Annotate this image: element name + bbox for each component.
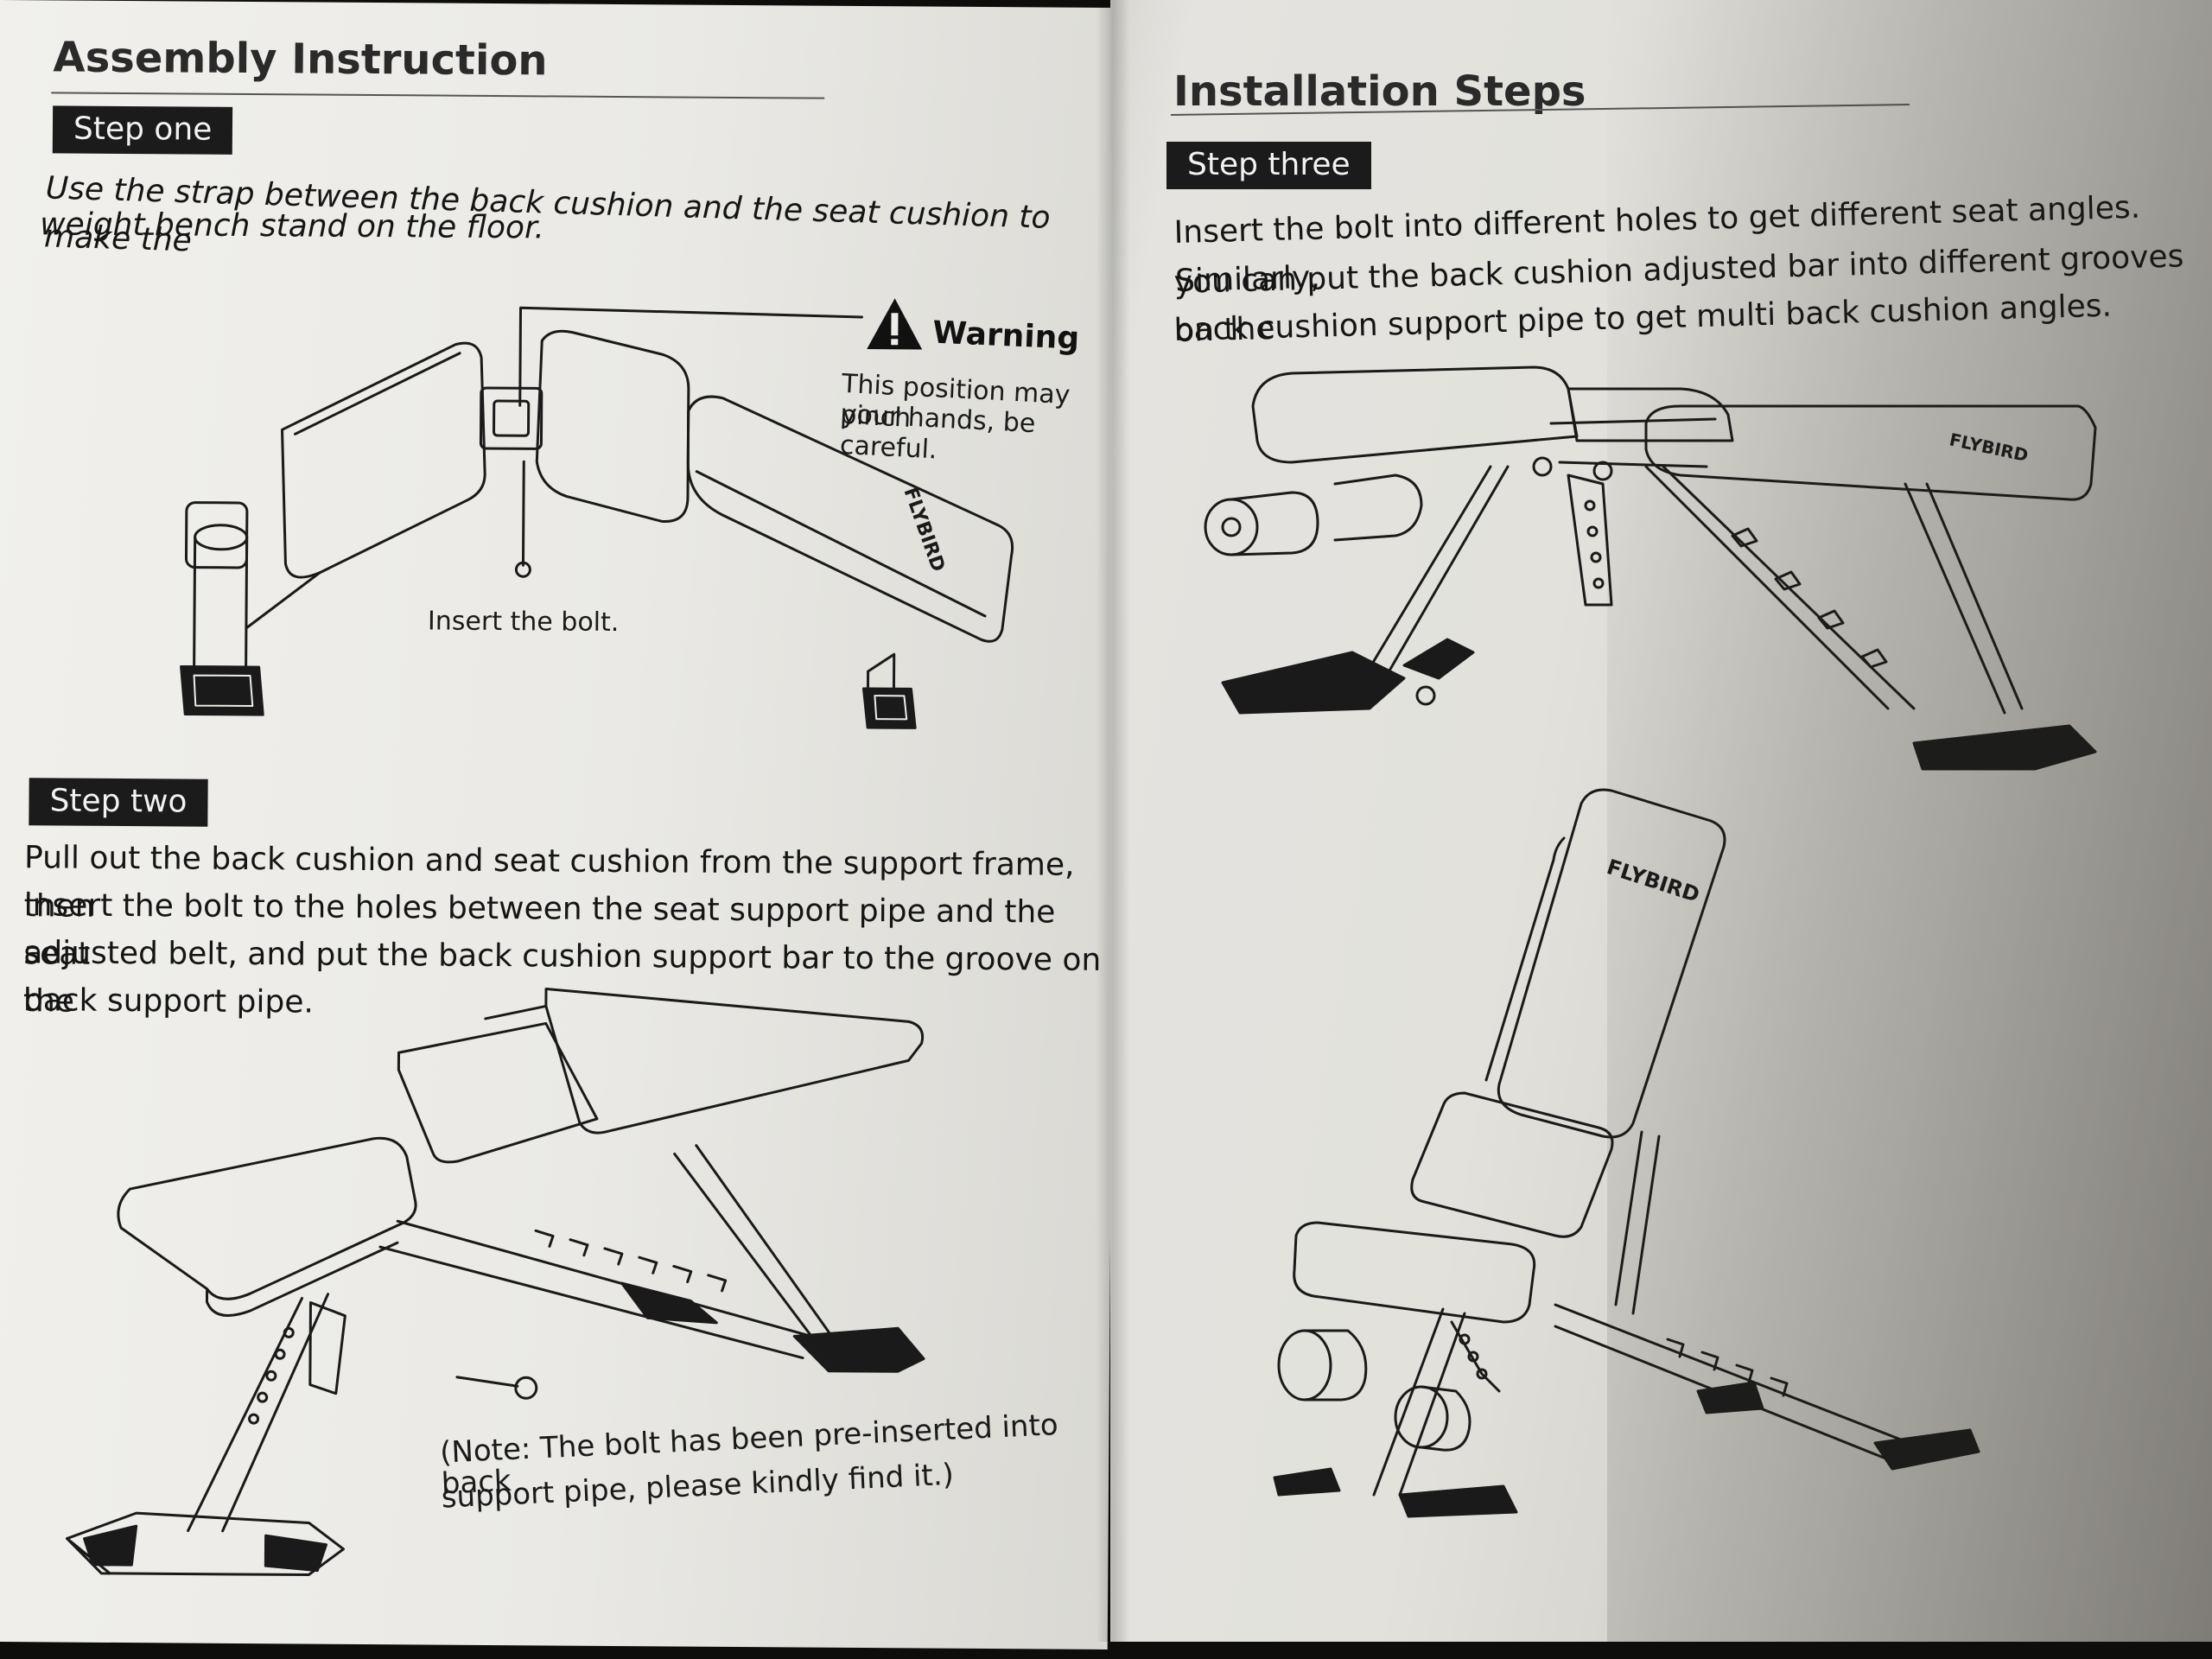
brand-logo-incline: FLYBIRD	[1604, 855, 1702, 907]
incline-bench-illustration: FLYBIRD	[1270, 786, 1961, 1521]
page-heading-installation: Installation Steps	[1173, 67, 1586, 116]
step-one-label: Step one	[52, 105, 233, 156]
flat-bench-illustration	[49, 968, 1004, 1597]
folded-bench-illustration: FLYBIRD	[133, 286, 1087, 742]
step-one-text-line-2: weight bench stand on the floor.	[40, 207, 545, 246]
right-page: Installation Steps Step three Insert the…	[1110, 0, 2212, 1642]
step-three-label: Step three	[1166, 142, 1371, 190]
booklet-gutter	[1096, 0, 1130, 1642]
step-two-label: Step two	[29, 778, 208, 828]
warning-triangle-icon	[867, 298, 923, 350]
brand-logo-decline: FLYBIRD	[1948, 429, 2030, 466]
heading-rule	[51, 92, 825, 99]
left-page: Assembly Instruction Step one Use the st…	[0, 0, 1119, 1649]
decline-bench-illustration: FLYBIRD	[1197, 354, 2147, 804]
page-heading-assembly: Assembly Instruction	[53, 33, 548, 86]
